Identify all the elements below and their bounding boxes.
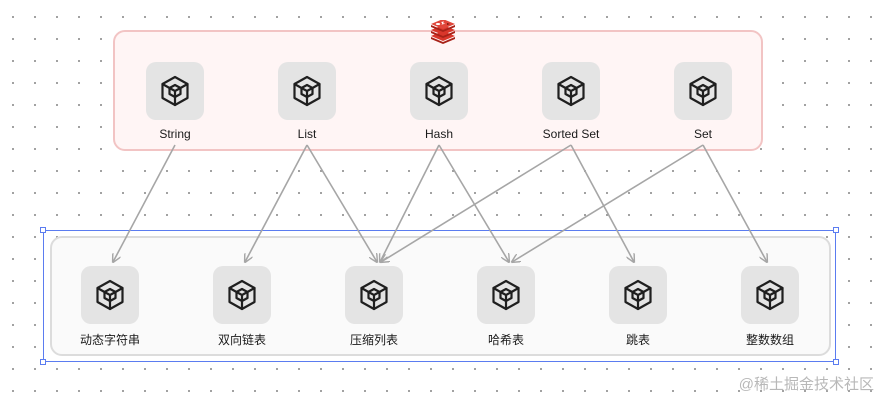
edge-arrow[interactable] (380, 144, 440, 262)
cube-icon (278, 62, 336, 120)
resize-handle-top-left[interactable] (40, 227, 46, 233)
resize-handle-bottom-left[interactable] (40, 359, 46, 365)
node-sorted-set[interactable]: Sorted Set (526, 62, 616, 141)
node-hash[interactable]: Hash (394, 62, 484, 141)
node-doubly-linked-list[interactable]: 双向链表 (197, 266, 287, 348)
node-hash-table[interactable]: 哈希表 (461, 266, 551, 348)
edge-arrow[interactable] (306, 144, 377, 262)
node-label: 整数数组 (745, 333, 794, 347)
cube-icon (345, 266, 403, 324)
cube-icon (146, 62, 204, 120)
watermark: @稀土掘金技术社区 (738, 376, 874, 393)
node-label: 双向链表 (217, 333, 266, 347)
node-label: 哈希表 (487, 333, 524, 347)
data-structures-selection[interactable] (43, 230, 836, 362)
cube-icon (609, 266, 667, 324)
cube-icon (410, 62, 468, 120)
edge-arrow[interactable] (512, 144, 704, 262)
cube-icon (542, 62, 600, 120)
node-skiplist[interactable]: 跳表 (593, 266, 683, 348)
node-label: Hash (424, 127, 453, 141)
node-list[interactable]: List (262, 62, 352, 141)
cube-icon (477, 266, 535, 324)
edge-arrow[interactable] (245, 144, 308, 262)
edge-arrow[interactable] (702, 144, 767, 262)
cube-icon (741, 266, 799, 324)
edge-arrow[interactable] (381, 144, 572, 262)
edge-arrow[interactable] (570, 144, 634, 262)
node-label: String (159, 127, 191, 141)
node-label: List (297, 127, 317, 141)
node-ziplist[interactable]: 压缩列表 (329, 266, 419, 348)
node-label: 动态字符串 (79, 333, 140, 347)
cube-icon (674, 62, 732, 120)
redis-logo-icon (428, 19, 458, 44)
resize-handle-bottom-right[interactable] (833, 359, 839, 365)
node-set[interactable]: Set (658, 62, 748, 141)
node-string[interactable]: String (130, 62, 220, 141)
cube-icon (81, 266, 139, 324)
edge-arrow[interactable] (113, 144, 176, 262)
data-structures-group[interactable] (50, 236, 831, 356)
node-label: 跳表 (625, 333, 650, 347)
resize-handle-top-right[interactable] (833, 227, 839, 233)
node-label: 压缩列表 (349, 333, 398, 347)
node-dynamic-string[interactable]: 动态字符串 (65, 266, 155, 348)
node-label: Sorted Set (542, 127, 600, 141)
edge-arrow[interactable] (438, 144, 509, 262)
node-int-array[interactable]: 整数数组 (725, 266, 815, 348)
cube-icon (213, 266, 271, 324)
node-label: Set (693, 127, 712, 141)
